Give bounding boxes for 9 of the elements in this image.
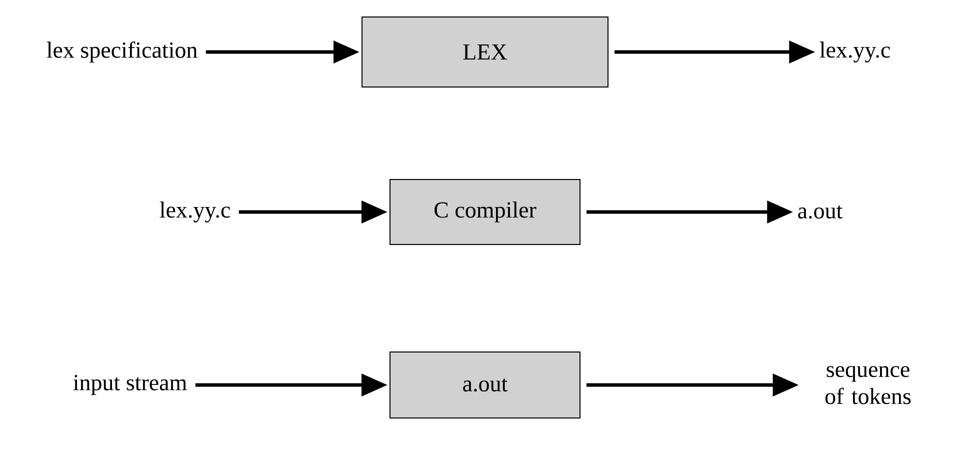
io-label: lex.yy.c bbox=[160, 202, 230, 222]
process-box: a.out bbox=[390, 352, 580, 418]
io-label: input stream bbox=[73, 374, 187, 396]
io-label: lex specification bbox=[46, 41, 198, 63]
io-label: a.out bbox=[798, 205, 843, 219]
io-label: lex.yy.c bbox=[820, 42, 890, 62]
process-box: LEX bbox=[362, 16, 608, 88]
process-box: C compiler bbox=[390, 179, 580, 245]
io-label: sequence of tokens bbox=[825, 366, 911, 404]
